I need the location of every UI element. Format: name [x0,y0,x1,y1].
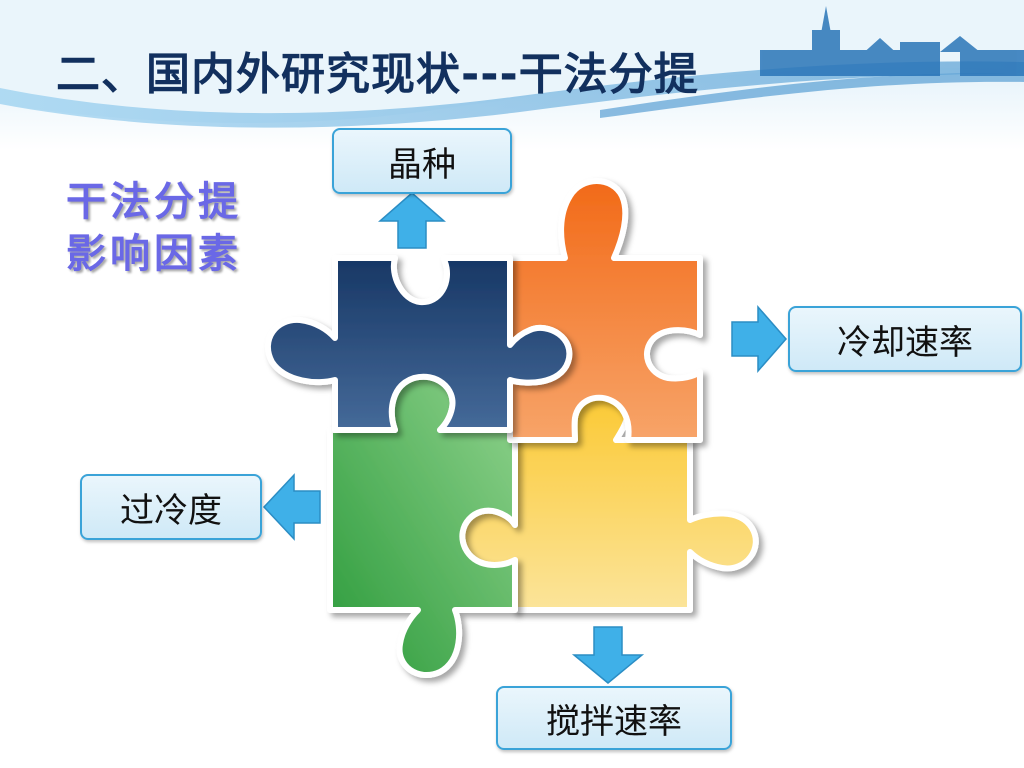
arrow-up-icon [378,192,446,249]
arrow-down-icon [571,626,645,684]
slide-title: 二、国内外研究现状---干法分提 [56,49,699,100]
factor-box-seed-crystal: 晶种 [332,128,512,194]
factor-box-cooling-rate: 冷却速率 [788,306,1022,372]
subtitle: 干法分提 影响因素 [66,176,276,280]
puzzle-piece-top-right [507,178,703,443]
village-silhouette-icon [760,6,1024,76]
arrow-right-icon [731,305,787,373]
factor-box-supercooling: 过冷度 [80,474,262,540]
arrow-left-icon [262,473,321,541]
puzzle-piece-top-left [264,255,573,433]
header-wave-background [0,0,1024,150]
subtitle-line-1: 干法分提 [66,179,242,225]
subtitle-line-2: 影响因素 [66,231,242,277]
factor-box-stirring-rate: 搅拌速率 [496,686,732,750]
